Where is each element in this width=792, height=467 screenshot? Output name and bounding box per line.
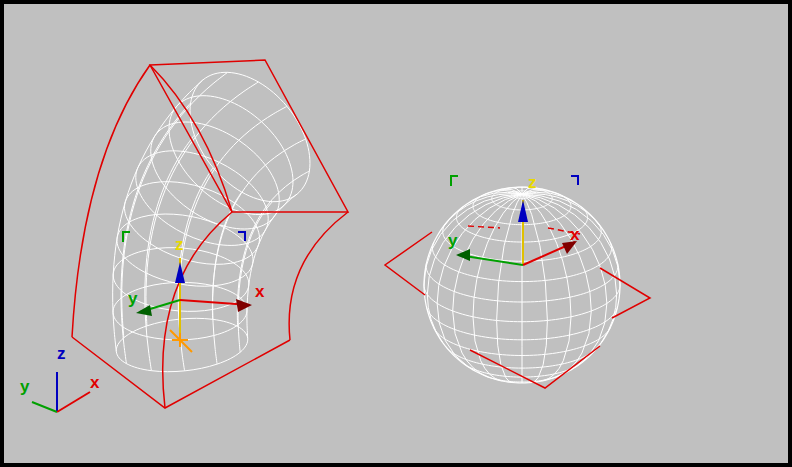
tube-segment-line — [237, 171, 309, 326]
bent-tube-wireframe — [113, 72, 310, 371]
axis-label: z — [57, 345, 66, 362]
tube-ring — [124, 182, 259, 265]
tube-segment-line — [212, 139, 305, 319]
tube-segment-line — [122, 72, 228, 337]
tube-segment-line — [146, 82, 258, 326]
tube-ring — [136, 151, 268, 246]
bend-gizmo — [72, 60, 348, 408]
axis-label: x — [90, 374, 99, 391]
axis-label: y — [128, 290, 137, 307]
axis-label: x — [255, 283, 264, 300]
tube-segment-line — [145, 135, 195, 371]
tube-segment-line — [238, 202, 272, 353]
tube-ring — [117, 214, 253, 286]
axis-label: x — [570, 226, 579, 243]
tube-ring — [116, 318, 247, 371]
axis-label: y — [20, 378, 29, 395]
axis-label: y — [448, 232, 457, 249]
tube-segment-line — [121, 103, 191, 364]
tube-ring — [190, 72, 310, 201]
plane-gizmo — [385, 226, 650, 388]
axis-label: z — [528, 174, 537, 191]
axis-label: z — [175, 236, 184, 253]
transform-gizmos — [32, 176, 578, 412]
tube-segment-line — [213, 192, 242, 364]
